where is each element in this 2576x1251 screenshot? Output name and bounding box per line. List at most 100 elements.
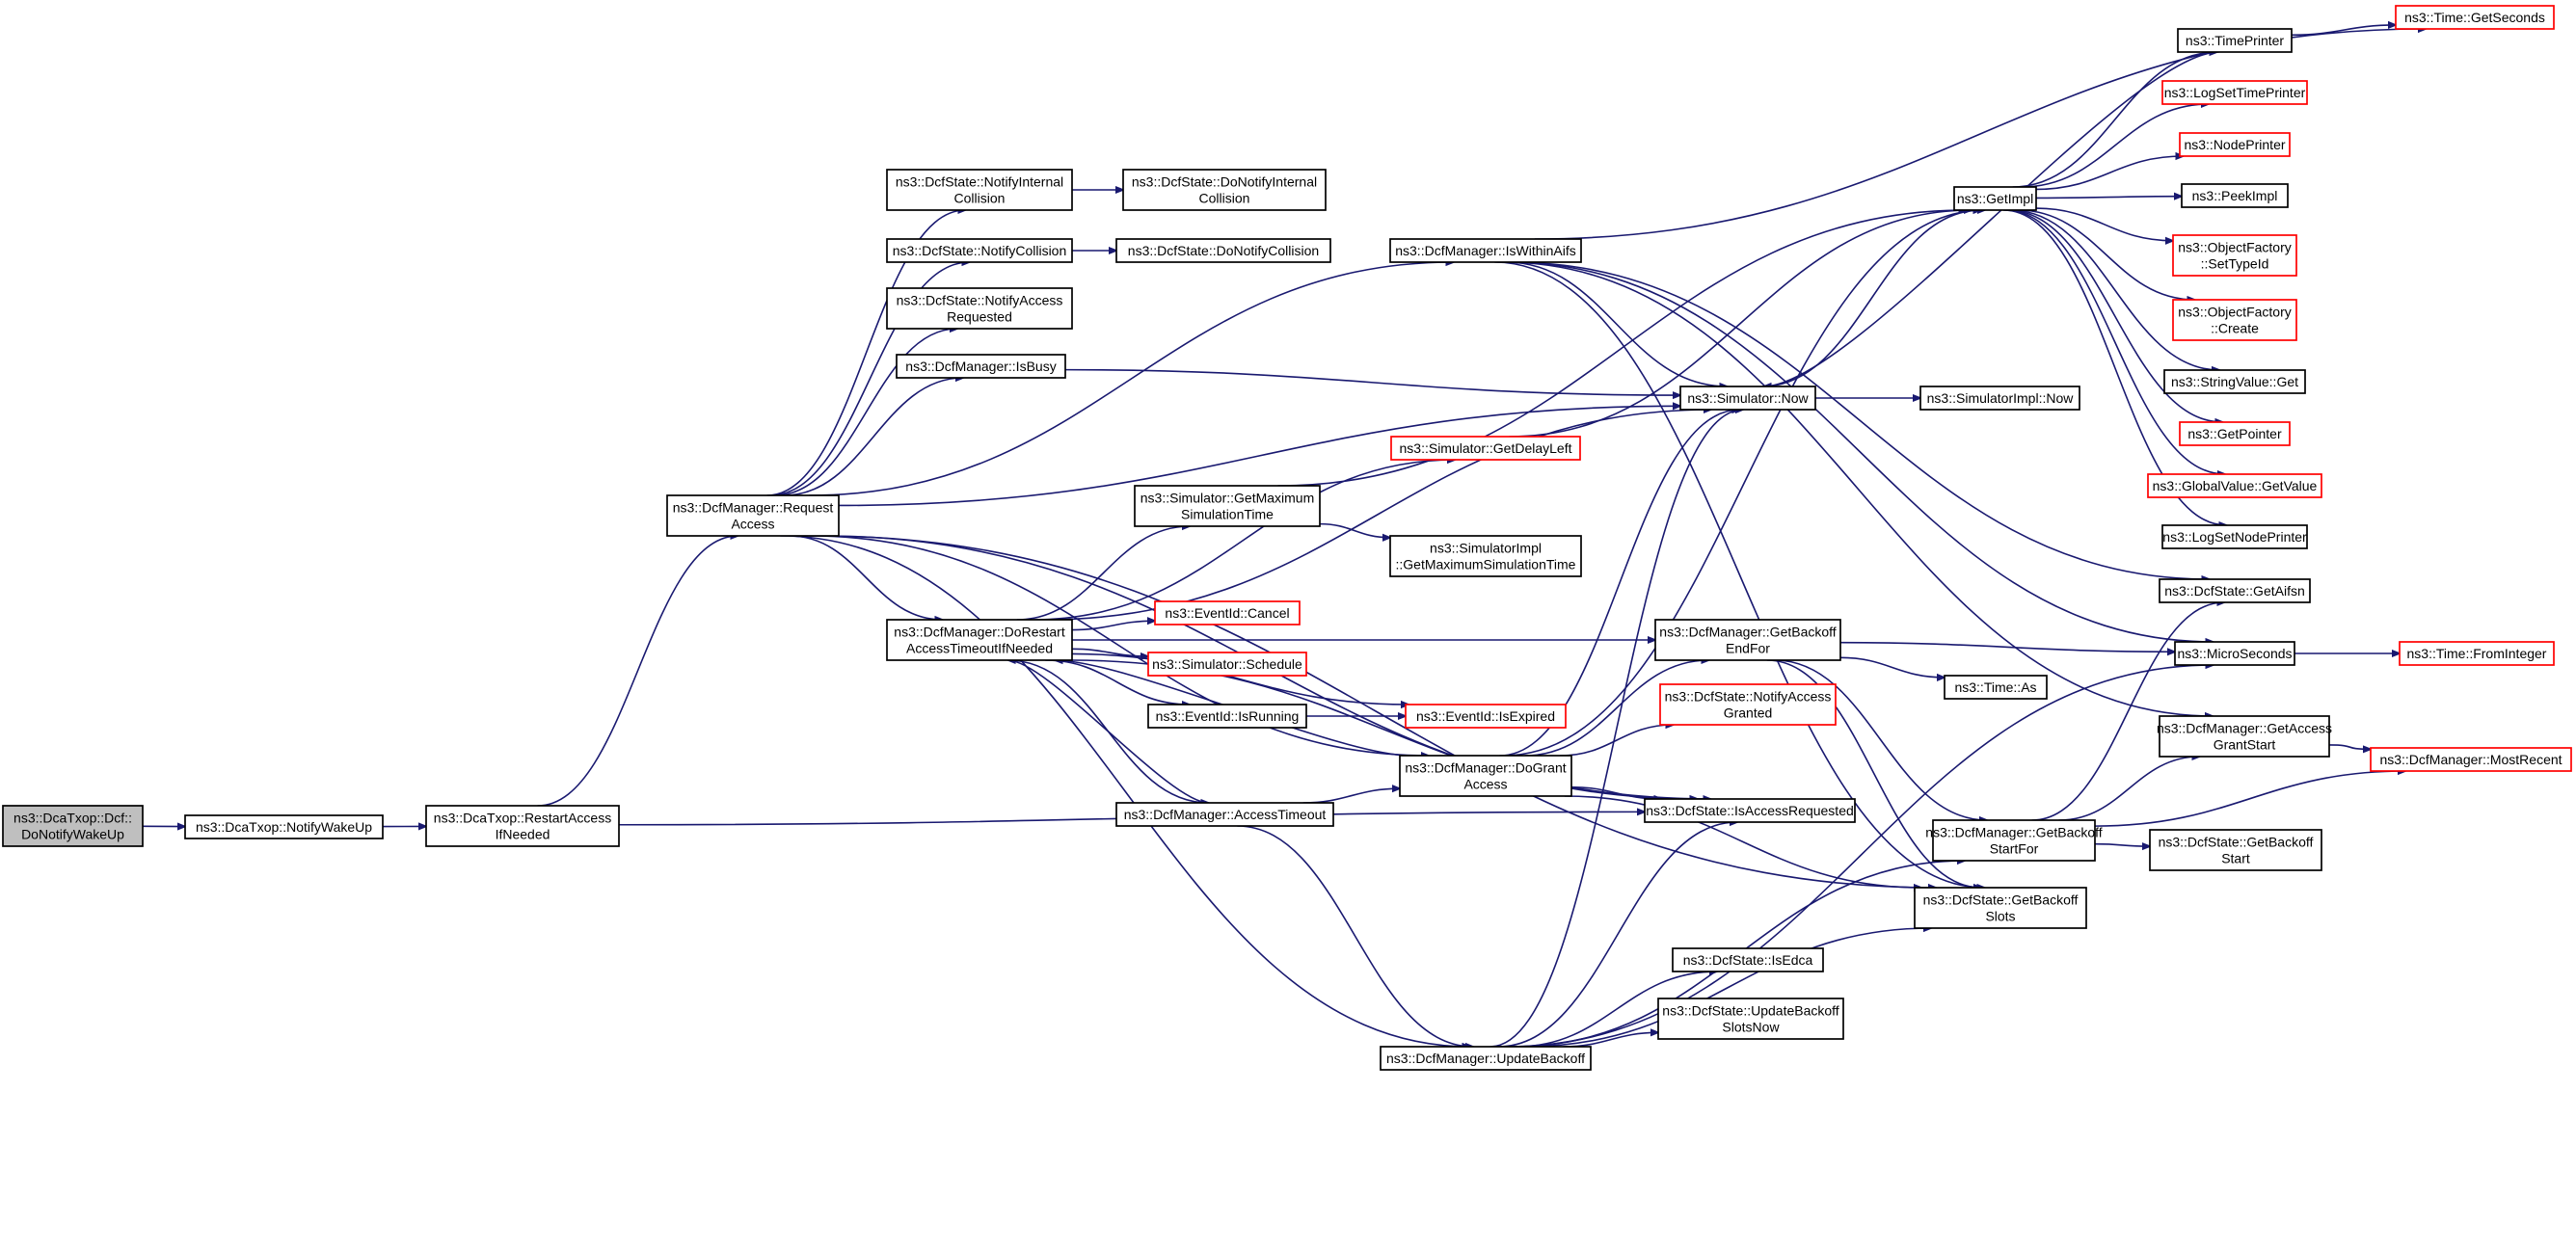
function-node[interactable]: ns3::DcfManager::DoRestartAccessTimeoutI… bbox=[886, 619, 1073, 661]
function-node[interactable]: ns3::ObjectFactory::SetTypeId bbox=[2172, 234, 2297, 277]
node-label: ::Create bbox=[2211, 321, 2259, 336]
node-box bbox=[2399, 641, 2555, 666]
call-edge bbox=[2002, 209, 2227, 525]
node-label: ns3::DcfManager::GetAccess bbox=[2157, 721, 2332, 736]
node-box bbox=[1644, 798, 1856, 823]
function-node[interactable]: ns3::ObjectFactory::Create bbox=[2172, 299, 2297, 341]
node-box bbox=[1147, 652, 1307, 677]
call-edge bbox=[1497, 822, 1737, 1048]
function-node[interactable]: ns3::GlobalValue::GetValue bbox=[2147, 473, 2322, 498]
node-label: ns3::Time::GetSeconds bbox=[2404, 10, 2545, 25]
function-node[interactable]: ns3::EventId::IsRunning bbox=[1147, 704, 1307, 729]
function-node[interactable]: ns3::DcfState::DoNotifyCollision bbox=[1115, 238, 1331, 263]
function-node[interactable]: ns3::EventId::IsExpired bbox=[1405, 704, 1567, 729]
function-node[interactable]: ns3::DcfState::IsAccessRequested bbox=[1644, 798, 1856, 823]
node-label: ns3::DcfState::DoNotifyInternal bbox=[1132, 174, 1317, 190]
node-box bbox=[666, 494, 840, 537]
node-label: ns3::EventId::Cancel bbox=[1165, 605, 1289, 621]
node-label: Collision bbox=[1199, 191, 1250, 206]
node-box bbox=[1672, 947, 1824, 972]
function-node[interactable]: ns3::DcfManager::MostRecent bbox=[2370, 747, 2572, 772]
node-box bbox=[1154, 600, 1301, 626]
node-label: GrantStart bbox=[2214, 737, 2276, 753]
call-edge bbox=[1525, 928, 1931, 1048]
call-edge bbox=[2021, 104, 2209, 188]
node-label: ns3::DcaTxop::Dcf:: bbox=[13, 811, 132, 826]
function-node[interactable]: ns3::StringValue::Get bbox=[2163, 369, 2306, 394]
node-label: ns3::DcaTxop::RestartAccess bbox=[434, 811, 611, 826]
call-edge bbox=[2094, 844, 2150, 846]
function-node[interactable]: ns3::Simulator::GetDelayLeft bbox=[1390, 436, 1581, 461]
node-box bbox=[2161, 524, 2308, 549]
call-edge bbox=[1761, 210, 1981, 387]
node-label: ns3::DcfState::GetBackoff bbox=[1923, 892, 2079, 908]
function-node[interactable]: ns3::DcfManager::IsWithinAifs bbox=[1389, 238, 1582, 263]
call-edge bbox=[2035, 156, 2184, 191]
call-edge bbox=[1763, 51, 2219, 386]
function-node[interactable]: ns3::GetImpl bbox=[1953, 186, 2037, 211]
function-node[interactable]: ns3::DcfState::GetAifsn bbox=[2159, 578, 2311, 603]
function-node[interactable]: ns3::DcfManager::IsBusy bbox=[896, 354, 1066, 379]
node-box bbox=[2147, 473, 2322, 498]
call-edge bbox=[1302, 788, 1400, 804]
call-edge bbox=[2010, 209, 2219, 370]
call-edge bbox=[1071, 621, 1155, 631]
function-node[interactable]: ns3::PeekImpl bbox=[2181, 183, 2289, 208]
node-label: ns3::DcfState::NotifyAccess bbox=[1665, 689, 1832, 705]
function-node[interactable]: ns3::LogSetNodePrinter bbox=[2161, 524, 2308, 549]
function-node[interactable]: ns3::Time::As bbox=[1944, 675, 2048, 700]
function-node[interactable]: ns3::DcfManager::UpdateBackoff bbox=[1380, 1046, 1592, 1071]
node-box bbox=[1953, 186, 2037, 211]
call-edge bbox=[1045, 659, 1190, 705]
function-node[interactable]: ns3::DcaTxop::NotifyWakeUp bbox=[184, 814, 384, 839]
call-edge bbox=[1319, 522, 1390, 538]
function-node[interactable]: ns3::NodePrinter bbox=[2179, 132, 2291, 157]
node-label: Collision bbox=[954, 191, 1006, 206]
node-box bbox=[886, 238, 1073, 263]
node-box bbox=[1389, 238, 1582, 263]
call-edge bbox=[1503, 210, 1985, 757]
node-box bbox=[1134, 485, 1321, 527]
node-box bbox=[2181, 183, 2289, 208]
call-edge bbox=[790, 535, 942, 620]
node-box bbox=[2163, 369, 2306, 394]
function-node[interactable]: ns3::TimePrinter bbox=[2177, 28, 2293, 53]
function-node[interactable]: ns3::SimulatorImpl::Now bbox=[1919, 386, 2080, 411]
node-box bbox=[2172, 299, 2297, 341]
function-node[interactable]: ns3::Simulator::GetMaximumSimulationTime bbox=[1134, 485, 1321, 527]
function-node[interactable]: ns3::DcfState::IsEdca bbox=[1672, 947, 1824, 972]
node-label: ns3::DcfManager::Request bbox=[673, 500, 834, 516]
node-box bbox=[1657, 998, 1844, 1040]
call-edge bbox=[1506, 261, 1727, 386]
function-node[interactable]: ns3::LogSetTimePrinter bbox=[2161, 80, 2308, 105]
call-edge bbox=[2004, 209, 2225, 474]
function-node[interactable]: ns3::EventId::Cancel bbox=[1154, 600, 1301, 626]
function-node[interactable]: ns3::GetPointer bbox=[2179, 421, 2291, 446]
function-node[interactable]: ns3::Time::GetSeconds bbox=[2395, 5, 2555, 30]
function-node[interactable]: ns3::DcfManager::AccessTimeout bbox=[1115, 802, 1334, 827]
function-node[interactable]: ns3::Simulator::Schedule bbox=[1147, 652, 1307, 677]
node-box bbox=[2179, 421, 2291, 446]
call-edge bbox=[2031, 602, 2225, 821]
node-label: ns3::DcfState::NotifyInternal bbox=[896, 174, 1063, 190]
function-node[interactable]: ns3::SimulatorImpl::GetMaximumSimulation… bbox=[1389, 535, 1582, 577]
function-node[interactable]: ns3::Time::FromInteger bbox=[2399, 641, 2555, 666]
call-edge bbox=[2018, 209, 2194, 300]
function-node[interactable]: ns3::DcfState::NotifyCollision bbox=[886, 238, 1073, 263]
function-node[interactable]: ns3::Simulator::Now bbox=[1679, 386, 1816, 411]
function-node[interactable]: ns3::MicroSeconds bbox=[2174, 641, 2295, 666]
